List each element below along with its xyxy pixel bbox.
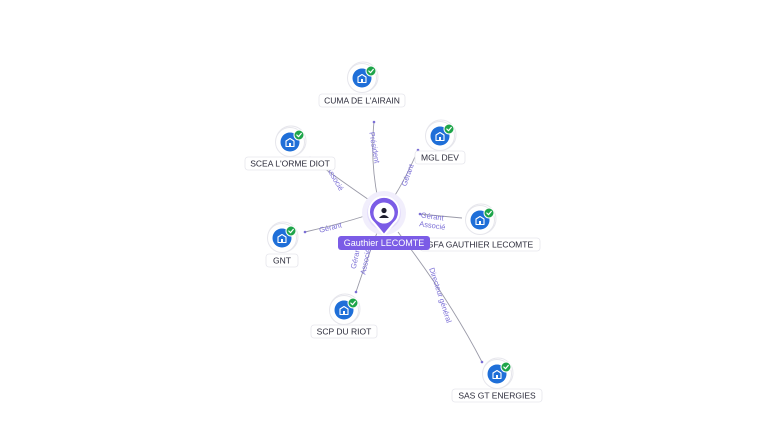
company-node-gnt[interactable] — [267, 221, 299, 253]
relation-label: Gérant — [318, 220, 343, 235]
company-label-scea[interactable]: SCEA L'ORME DIOT — [244, 156, 336, 171]
edge-arrow-sasgt — [480, 360, 484, 364]
building-icon — [435, 131, 445, 142]
building-icon — [285, 137, 295, 148]
company-node-sasgt[interactable] — [482, 357, 514, 389]
company-label-cuma[interactable]: CUMA DE L'AIRAIN — [318, 93, 406, 108]
building-icon — [492, 369, 502, 380]
nodes-layer: CUMA DE L'AIRAIN MGL DEV SCEA L'ORME DIOT G… — [244, 61, 543, 403]
label-background — [310, 324, 378, 339]
relation-edge-gfa — [419, 213, 463, 219]
relation-edge-scp — [355, 229, 379, 293]
verified-check-icon — [347, 297, 359, 309]
company-name: GFA GAUTHIER LECOMTE — [427, 240, 534, 250]
verified-check-icon — [443, 123, 455, 135]
verified-check-icon — [293, 129, 305, 141]
label-background — [318, 93, 406, 108]
edge-arrow-scp — [354, 290, 358, 294]
label-background — [265, 253, 299, 268]
edge-arrow-gfa — [418, 212, 422, 216]
company-name: SCEA L'ORME DIOT — [250, 159, 330, 169]
relation-label: Associé — [419, 219, 446, 232]
relation-label: Gérant — [399, 162, 416, 187]
company-node-cuma[interactable] — [347, 61, 379, 93]
person-icon — [379, 207, 389, 218]
building-icon — [339, 305, 349, 316]
company-label-mgl[interactable]: MGL DEV — [414, 150, 466, 165]
edge-arrow-gnt — [303, 230, 307, 234]
edge-arrow-cuma — [372, 120, 376, 124]
company-node-scp[interactable] — [329, 293, 361, 325]
person-name: Gauthier LECOMTE — [344, 238, 425, 248]
company-name: CUMA DE L'AIRAIN — [324, 96, 400, 106]
company-name: MGL DEV — [421, 153, 459, 163]
company-node-gfa[interactable] — [465, 203, 497, 235]
relation-label: Directeur général — [427, 266, 453, 324]
label-background — [414, 150, 466, 165]
relation-label: Gérant — [420, 210, 445, 222]
company-name: GNT — [273, 256, 291, 266]
company-name: SCP DU RIOT — [317, 327, 372, 337]
verified-check-icon — [285, 225, 297, 237]
verified-check-icon — [500, 361, 512, 373]
verified-check-icon — [365, 65, 377, 77]
person-label-background — [338, 236, 430, 250]
building-icon — [475, 215, 485, 226]
company-name: SAS GT ENERGIES — [458, 391, 536, 401]
company-label-gfa[interactable]: GFA GAUTHIER LECOMTE — [419, 237, 541, 252]
company-label-scp[interactable]: SCP DU RIOT — [310, 324, 378, 339]
verified-check-icon — [483, 207, 495, 219]
label-background — [244, 156, 336, 171]
center-person-node[interactable]: Gauthier LECOMTE — [338, 191, 430, 250]
company-node-scea[interactable] — [275, 125, 307, 157]
company-node-mgl[interactable] — [425, 119, 457, 151]
relation-label: Président — [367, 131, 382, 165]
label-background — [451, 388, 543, 403]
building-icon — [357, 73, 367, 84]
company-label-sasgt[interactable]: SAS GT ENERGIES — [451, 388, 543, 403]
building-icon — [277, 233, 287, 244]
company-label-gnt[interactable]: GNT — [265, 253, 299, 268]
